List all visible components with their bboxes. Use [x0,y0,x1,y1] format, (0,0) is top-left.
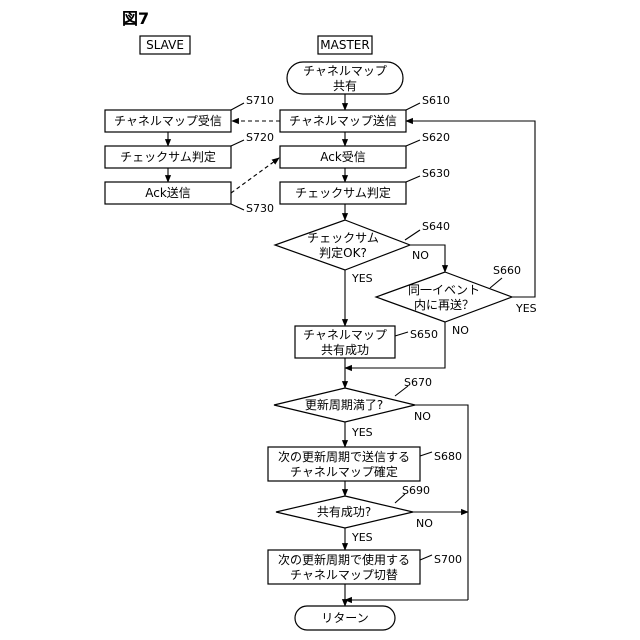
svg-text:共有成功: 共有成功 [321,343,369,357]
s690-no-label: NO [416,517,433,530]
svg-text:次の更新周期で使用する: 次の更新周期で使用する [278,552,410,567]
s630-step: S630 [422,167,450,180]
s710-box: チャネルマップ受信 [105,110,231,132]
s670-decision: 更新周期満了? [274,388,415,422]
s640-decision: チェックサム 判定OK? [275,220,410,270]
slave-header: SLAVE [140,36,190,54]
s610-box: チャネルマップ送信 [280,110,406,132]
svg-text:更新周期満了?: 更新周期満了? [305,397,383,412]
svg-text:リターン: リターン [321,611,368,625]
svg-text:チェックサム: チェックサム [307,231,379,245]
edge-s730-s620 [231,158,279,193]
svg-text:共有: 共有 [333,79,357,93]
s640-no-label: NO [412,249,429,262]
s670-no-label: NO [414,410,431,423]
s700-step: S700 [434,553,462,566]
s700-box: 次の更新周期で使用する チャネルマップ切替 [268,550,420,584]
svg-text:判定OK?: 判定OK? [319,245,367,260]
s680-box: 次の更新周期で送信する チャネルマップ確定 [268,447,420,481]
svg-text:チャネルマップ送信: チャネルマップ送信 [289,113,397,128]
s660-no-label: NO [452,324,469,337]
s680-step: S680 [434,450,462,463]
svg-text:チェックサム判定: チェックサム判定 [120,149,216,164]
s690-yes-label: YES [351,531,373,544]
s720-step: S720 [246,131,274,144]
s620-box: Ack受信 [280,146,406,168]
s660-yes-label: YES [515,302,537,315]
svg-text:チェックサム判定: チェックサム判定 [295,185,391,200]
svg-text:チャネルマップ切替: チャネルマップ切替 [290,568,398,582]
svg-text:チャネルマップ: チャネルマップ [303,328,387,342]
s690-step: S690 [402,484,430,497]
svg-text:SLAVE: SLAVE [146,38,184,52]
svg-text:チャネルマップ受信: チャネルマップ受信 [114,114,222,128]
s670-step: S670 [404,376,432,389]
s660-decision: 同一イベント 内に再送？ [376,272,512,322]
s620-step: S620 [422,131,450,144]
s660-step: S660 [493,264,521,277]
s640-yes-label: YES [351,272,373,285]
s730-box: Ack送信 [105,182,231,204]
s650-step: S650 [410,328,438,341]
s720-box: チェックサム判定 [105,146,231,168]
svg-text:Ack受信: Ack受信 [320,150,366,164]
s710-step: S710 [246,94,274,107]
svg-text:同一イベント: 同一イベント [408,283,480,297]
svg-text:内に再送？: 内に再送？ [414,297,474,312]
svg-text:次の更新周期で送信する: 次の更新周期で送信する [278,449,410,464]
start-terminal: チャネルマップ 共有 [287,62,403,94]
s630-box: チェックサム判定 [280,182,406,204]
s730-step: S730 [246,202,274,215]
s670-yes-label: YES [351,426,373,439]
master-header: MASTER [318,36,372,54]
s610-step: S610 [422,94,450,107]
edge-s670-no [415,405,468,600]
svg-text:チャネルマップ: チャネルマップ [303,64,387,78]
s650-box: チャネルマップ 共有成功 [295,326,395,358]
svg-text:チャネルマップ確定: チャネルマップ確定 [290,464,398,479]
figure-label: 図7 [122,9,149,28]
s690-decision: 共有成功? [276,496,413,528]
end-terminal: リターン [295,606,395,630]
s640-step: S640 [422,220,450,233]
svg-text:共有成功?: 共有成功? [317,505,371,519]
svg-text:MASTER: MASTER [320,38,369,52]
svg-text:Ack送信: Ack送信 [145,185,191,200]
